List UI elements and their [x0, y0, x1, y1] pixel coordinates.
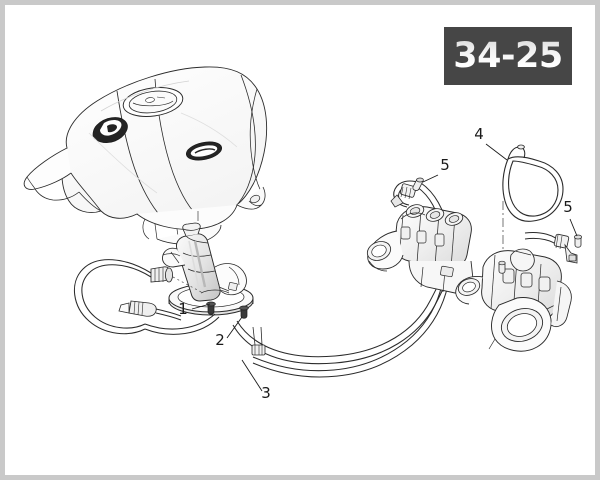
throttle-body-upper — [366, 204, 474, 294]
callout-5-upper-label: 5 — [440, 156, 450, 174]
callout-4: 4 — [474, 125, 508, 161]
hose-clamp-lower-assembly — [524, 232, 582, 264]
callout-5-lower: 5 — [563, 198, 578, 237]
tank-emblem-left — [92, 117, 128, 143]
callout-2-label: 2 — [215, 331, 225, 349]
callout-2: 2 — [215, 316, 243, 349]
clamp-screw-lower — [574, 234, 582, 248]
callouts-layer: 1 2 3 4 5 — [178, 125, 578, 402]
fuel-pump-flange-bolt-right — [239, 305, 249, 319]
clamp-screw-upper — [412, 177, 424, 191]
page-number-text: 34-25 — [453, 35, 563, 76]
fuel-filler-cap — [122, 87, 184, 117]
parts-diagram: 1 2 3 4 5 — [23, 66, 582, 402]
page-number-badge: 34-25 — [444, 27, 572, 85]
callout-1-label: 1 — [178, 300, 188, 318]
callout-1: 1 — [178, 300, 211, 318]
harness-connector-plug — [118, 300, 182, 321]
throttle-body-lower — [455, 248, 572, 352]
hose-clamp-screw-upper — [390, 183, 417, 208]
callout-3-label: 3 — [261, 384, 271, 402]
callout-3: 3 — [241, 359, 271, 402]
callout-5-lower-label: 5 — [563, 198, 573, 216]
vent-hose-loop — [502, 144, 564, 267]
wiring-harness — [73, 259, 220, 335]
fuel-pump-flange-bolt-left — [206, 301, 216, 315]
fuel-pump-assembly — [162, 222, 254, 319]
fuel-hose-clip — [251, 326, 266, 356]
tank-emblem-right — [185, 141, 223, 161]
callout-4-label: 4 — [474, 125, 484, 143]
hose-clamp-upper-assembly — [390, 177, 424, 208]
fuel-tank — [23, 66, 268, 245]
hose-clamp-screw-lower — [553, 233, 578, 264]
harness-connector-round — [150, 266, 174, 283]
callout-5-upper: 5 — [422, 156, 450, 183]
